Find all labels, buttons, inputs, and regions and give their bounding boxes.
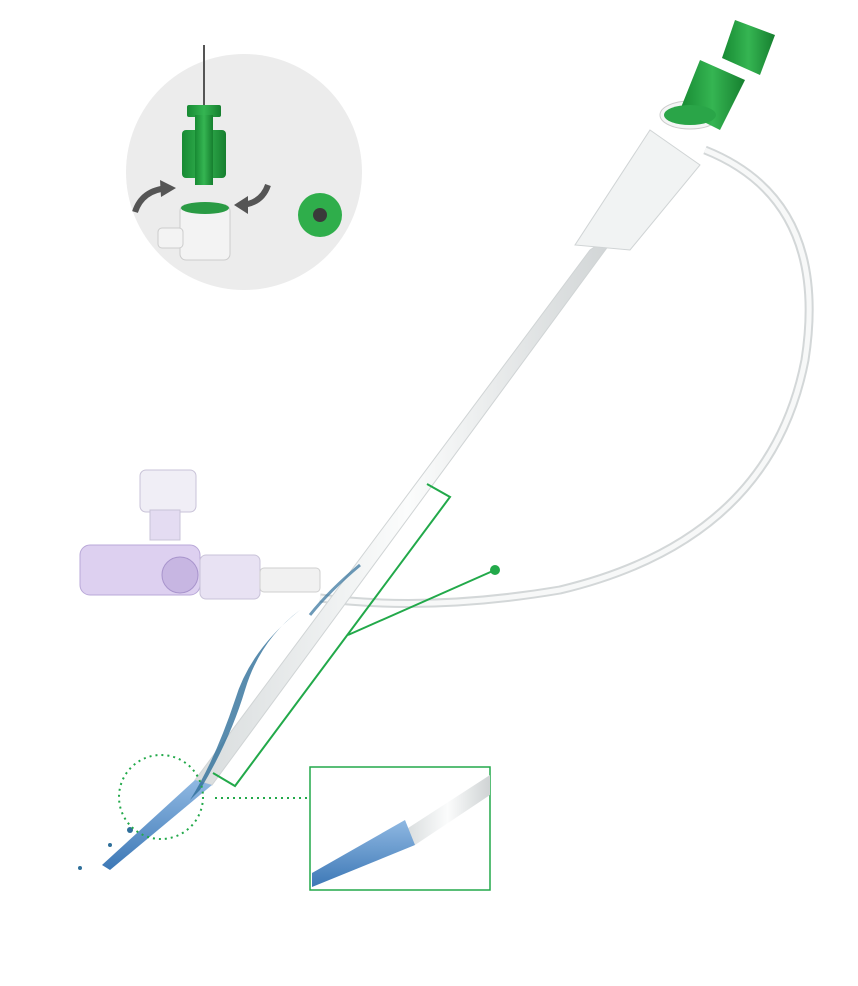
green-connector-cap bbox=[187, 105, 221, 117]
callout-dot bbox=[490, 565, 500, 575]
callout-leader bbox=[347, 569, 496, 636]
tip-detail-box bbox=[309, 766, 491, 891]
water-splash bbox=[190, 610, 300, 800]
connector-detail-inset bbox=[126, 45, 362, 290]
catheter-hub bbox=[574, 129, 701, 251]
catheter-blue-tip bbox=[102, 780, 212, 870]
catheter-shaft bbox=[194, 229, 621, 786]
shaft-callout-bracket bbox=[212, 483, 452, 788]
tip-highlight-circle bbox=[118, 754, 204, 840]
inset-background bbox=[126, 54, 362, 290]
three-way-stopcock bbox=[79, 469, 321, 600]
